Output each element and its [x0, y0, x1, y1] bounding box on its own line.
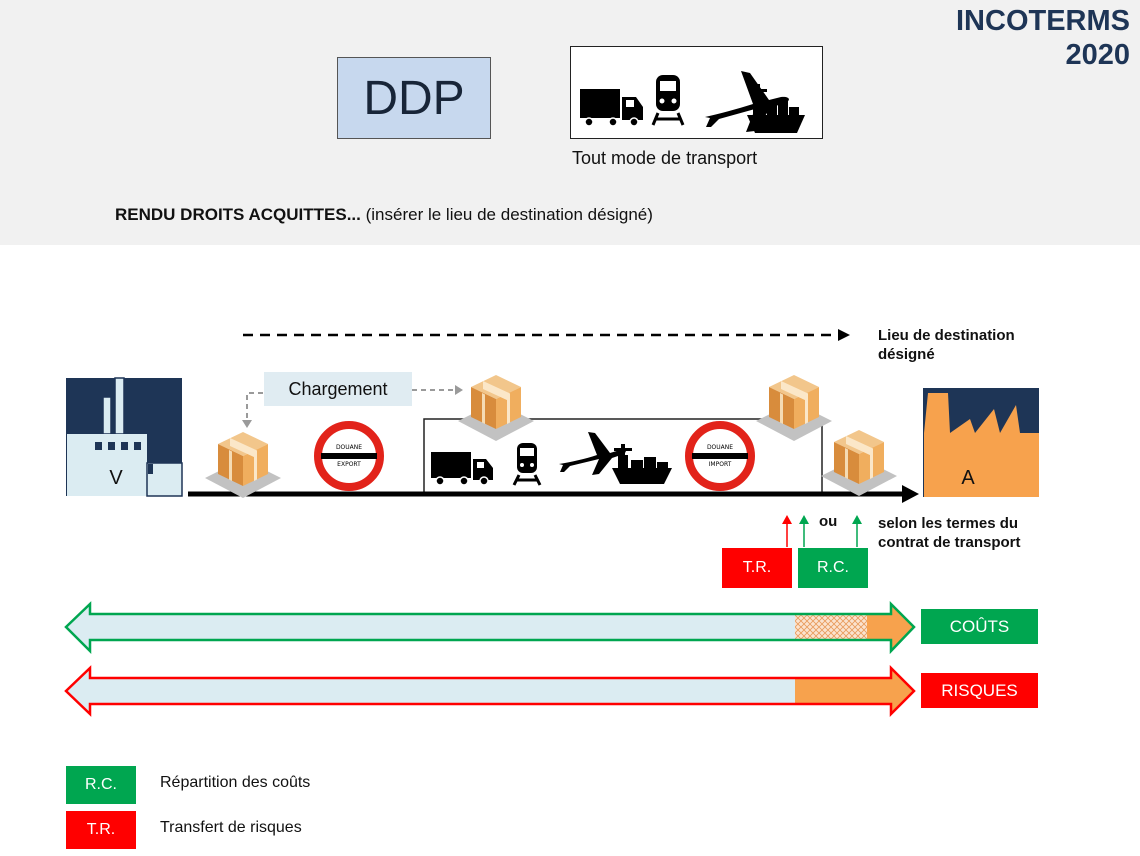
costs-label: COÛTS — [921, 609, 1038, 644]
customs-export-line-1: DOUANE — [336, 444, 362, 451]
customs-export-line-2: EXPORT — [337, 461, 361, 468]
loading-label: Chargement — [264, 372, 412, 406]
cost-split-arrow-alt — [852, 515, 862, 547]
train-icon — [651, 75, 685, 126]
risks-label: RISQUES — [921, 673, 1038, 708]
loading-arrowhead-down — [242, 420, 252, 428]
seller-factory-icon — [66, 377, 183, 497]
customs-import-line-1: DOUANE — [707, 444, 733, 451]
legend-risk-text: Transfert de risques — [160, 819, 302, 836]
brand-line-1: INCOTERMS — [956, 5, 1130, 37]
legend-cost-text: Répartition des coûts — [160, 774, 311, 791]
transport-mode-label: Tout mode de transport — [572, 148, 758, 168]
risks-bar — [64, 664, 916, 718]
or-label: ou — [819, 513, 838, 530]
transport-mode-box — [570, 46, 823, 139]
cost-split-tag: R.C. — [798, 548, 868, 588]
risk-transfer-tag: T.R. — [722, 548, 792, 588]
loading-arrowhead-right — [455, 385, 463, 395]
plane-icon — [705, 71, 789, 132]
main-transport-arrow — [188, 485, 919, 503]
customs-export-sign: DOUANE EXPORT — [314, 421, 384, 491]
plane-icon — [559, 432, 626, 475]
subtitle-bold: RENDU DROITS ACQUITTES... — [115, 205, 361, 224]
package-icon — [205, 432, 281, 498]
package-icon — [821, 430, 897, 496]
destination-label: Lieu de destination désigné — [878, 327, 1015, 363]
customs-import-sign: DOUANE IMPORT — [685, 421, 755, 491]
ship-icon — [612, 444, 672, 484]
transport-icons — [580, 71, 805, 133]
buyer-factory-icon — [923, 388, 1039, 497]
ship-icon — [747, 84, 805, 133]
customs-import-line-2: IMPORT — [709, 461, 732, 468]
legend-risk-tag: T.R. — [66, 811, 136, 849]
destination-arrow — [243, 329, 850, 341]
cost-split-arrow — [799, 515, 809, 547]
buyer-label: A — [961, 467, 975, 489]
risk-transfer-arrow — [782, 515, 792, 547]
truck-icon — [580, 89, 643, 127]
incoterm-code-box: DDP — [337, 57, 491, 139]
brand-line-2: 2020 — [1065, 39, 1130, 71]
subtitle-rest: (insérer le lieu de destination désigné) — [360, 205, 653, 224]
train-icon — [512, 443, 542, 486]
legend-cost-tag: R.C. — [66, 766, 136, 804]
incoterm-code: DDP — [363, 71, 465, 125]
transport-contract-note: selon les termes du contrat de transport — [878, 515, 1021, 551]
incoterms-brand: INCOTERMS 2020 — [956, 4, 1130, 72]
truck-icon — [431, 452, 493, 486]
costs-bar — [64, 600, 916, 655]
incoterm-subtitle: RENDU DROITS ACQUITTES... (insérer le li… — [115, 205, 653, 225]
loading-path-left — [246, 392, 264, 418]
seller-label: V — [109, 467, 123, 489]
